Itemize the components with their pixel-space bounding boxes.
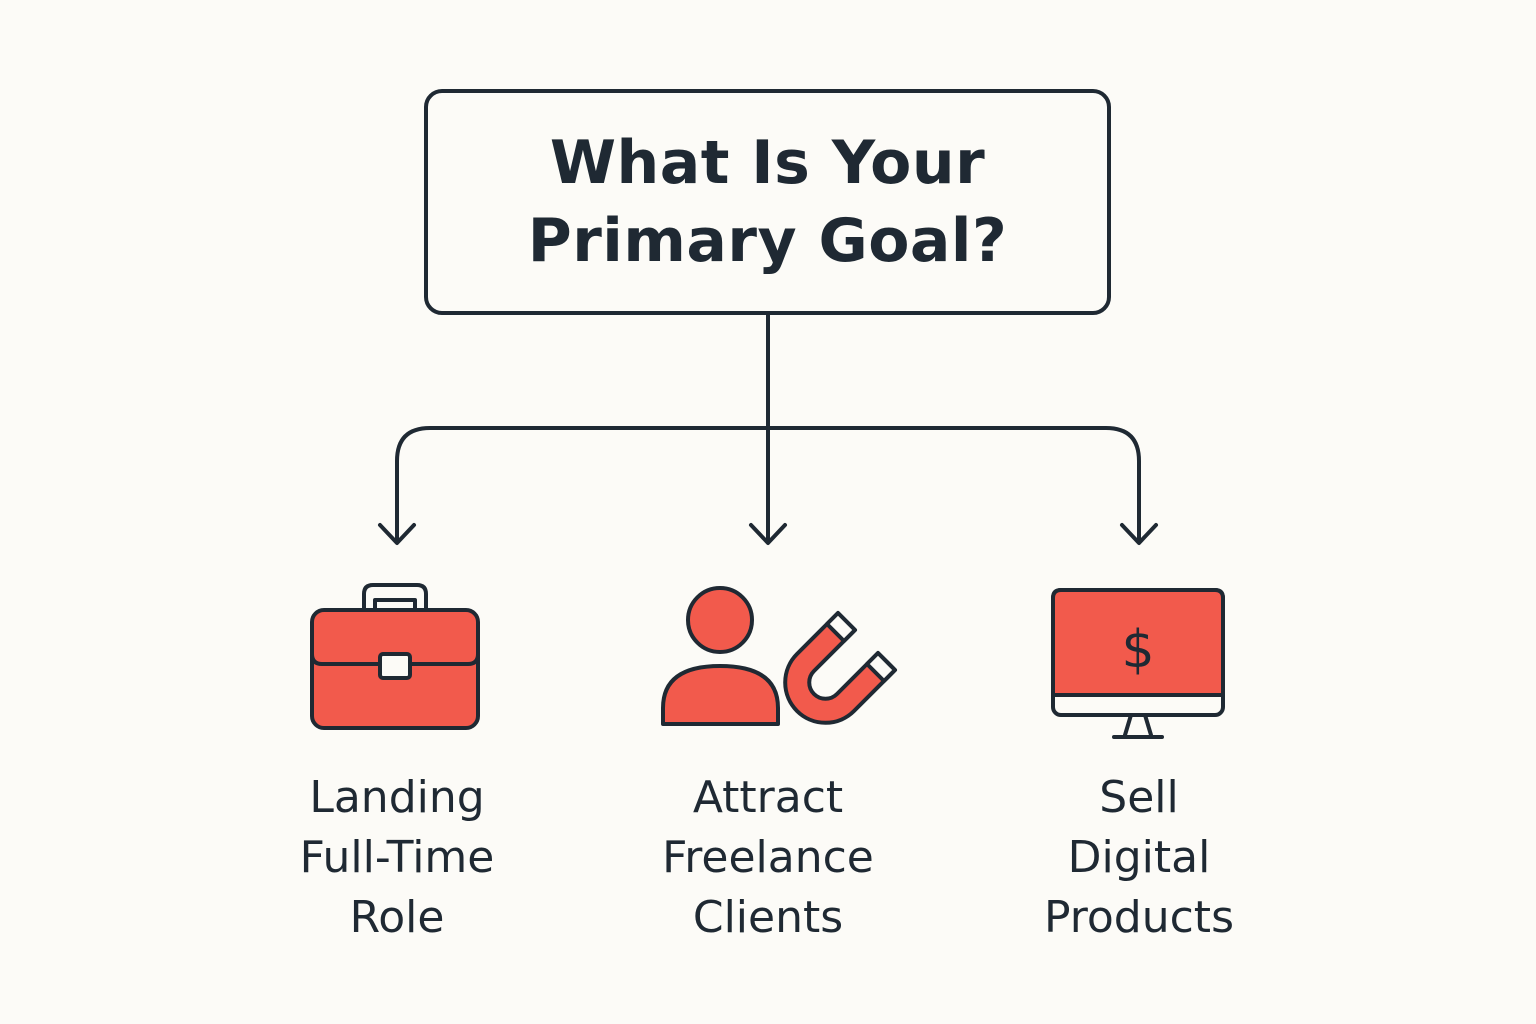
connector-left (395, 426, 770, 542)
option-label-digital-products: Sell Digital Products (1044, 772, 1234, 943)
arrowhead-left (378, 523, 416, 545)
dollar-symbol: $ (1121, 620, 1154, 680)
person-magnet-icon (661, 586, 897, 726)
connector-right (766, 426, 1141, 542)
monitor-dollar-icon: $ (1051, 588, 1225, 739)
question-title: What Is Your Primary Goal? (527, 128, 1008, 276)
option-label-full-time-role: Landing Full-Time Role (299, 772, 495, 943)
question-box: What Is Your Primary Goal? (424, 89, 1111, 315)
arrowhead-center (749, 523, 787, 545)
option-label-freelance-clients: Attract Freelance Clients (662, 772, 874, 943)
briefcase-icon (310, 583, 480, 730)
arrowhead-right (1120, 523, 1158, 545)
